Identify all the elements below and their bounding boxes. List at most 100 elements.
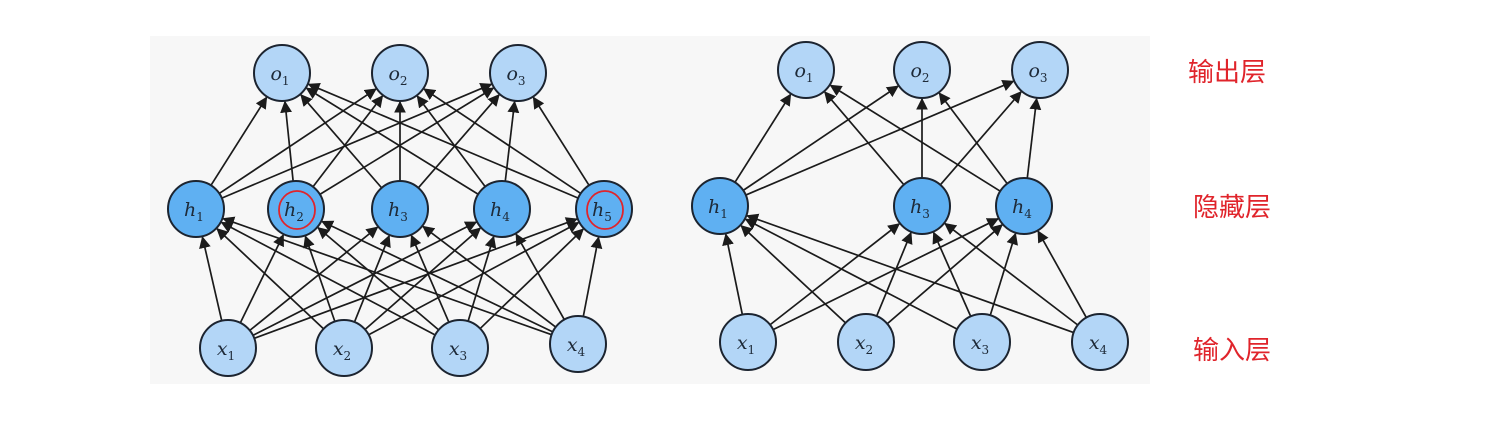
hidden-node-h4-label: h4 (490, 199, 510, 224)
input-node-x1-circle (719, 313, 777, 371)
input-node-x1: x1 (199, 319, 257, 377)
output-node-o2: o2 (893, 41, 951, 99)
edge-x2-h5 (368, 221, 580, 336)
hidden-layer-label: 隐藏层 (1193, 193, 1272, 223)
hidden-node-h2: h2 (267, 180, 325, 238)
edge-h4-o1 (829, 84, 1001, 192)
edge-x3-h1 (744, 218, 958, 330)
edge-x1-h4 (252, 221, 478, 337)
hidden-node-h3-label: h3 (910, 196, 930, 221)
edge-x1-h3 (769, 223, 901, 326)
input-node-x4: x4 (549, 315, 607, 373)
output-node-o1-circle (253, 44, 311, 102)
edge-x3-h3 (932, 231, 972, 317)
output-node-o1: o1 (253, 44, 311, 102)
input-node-x3-circle (953, 313, 1011, 371)
edge-x4-h1 (746, 213, 1074, 334)
input-node-x3: x3 (431, 319, 489, 377)
hidden-node-h4: h4 (995, 177, 1053, 235)
output-node-o1-label: o1 (794, 60, 813, 85)
hidden-node-h5-label: h5 (592, 199, 612, 224)
hidden-node-h1-circle (691, 177, 749, 235)
hidden-node-h3-label: h3 (388, 199, 408, 224)
edge-x4-h3 (422, 225, 557, 328)
hidden-node-h4-circle (995, 177, 1053, 235)
edge-h4-o1 (305, 87, 479, 195)
input-node-x2: x2 (315, 319, 373, 377)
hidden-node-h5: h5 (575, 180, 633, 238)
edge-x4-h5 (582, 236, 603, 317)
output-node-o3: o3 (1011, 41, 1069, 99)
hidden-node-h1-label: h1 (708, 196, 728, 221)
edge-x2-h4 (364, 227, 482, 331)
output-node-o2-label: o2 (910, 60, 929, 85)
edge-x2-h3 (353, 234, 391, 323)
edge-x3-h5 (479, 228, 584, 330)
input-node-x4: x4 (1071, 313, 1129, 371)
hidden-node-h1-circle (167, 180, 225, 238)
output-node-o2-label: o2 (388, 63, 407, 88)
edge-x2-h3 (875, 231, 913, 317)
output-node-o2-circle (371, 44, 429, 102)
dropout-network: x1 x2 x3 x4 h1 h3 h4 o1 o2 o3 (691, 41, 1129, 371)
edge-h2-o2 (312, 95, 384, 188)
input-node-x3-circle (431, 319, 489, 377)
edge-x2-h1 (216, 228, 325, 330)
edge-h4-o3 (1026, 97, 1042, 179)
input-node-x2-label: x2 (855, 332, 873, 357)
input-layer-label: 输入层 (1193, 336, 1272, 366)
input-node-x1-label: x1 (217, 338, 235, 363)
edges (722, 80, 1088, 334)
input-node-x4-label: x4 (1089, 332, 1108, 357)
full-network: x1 x2 x3 x4 h1 h2 h3 h4 h5 o1 o2 o3 (167, 44, 633, 377)
input-node-x3: x3 (953, 313, 1011, 371)
dropout-marker (278, 190, 316, 230)
edge-h3-o1 (300, 94, 383, 189)
hidden-node-h4: h4 (473, 180, 531, 238)
hidden-node-h3-circle (371, 180, 429, 238)
input-node-x4-circle (549, 315, 607, 373)
edge-h3-o1 (824, 91, 905, 186)
input-node-x2-circle (315, 319, 373, 377)
edge-h5-o1 (307, 82, 579, 199)
output-node-o3-label: o3 (506, 63, 525, 88)
output-layer-label: 输出层 (1188, 58, 1267, 88)
edge-h3-o3 (417, 94, 500, 189)
edge-x1-h3 (249, 226, 379, 332)
output-node-o3: o3 (489, 44, 547, 102)
edge-x1-h1 (722, 233, 744, 315)
input-node-x4-label: x4 (567, 334, 586, 359)
edge-h3-o3 (939, 91, 1022, 186)
edge-h1-o2 (218, 88, 377, 195)
hidden-node-h1-label: h1 (184, 199, 204, 224)
edge-x4-h3 (944, 222, 1079, 326)
hidden-node-h1: h1 (691, 177, 749, 235)
input-node-x2-label: x2 (333, 338, 351, 363)
edges (199, 82, 603, 340)
hidden-node-h3: h3 (893, 177, 951, 235)
edge-h2-o3 (319, 87, 495, 196)
output-node-o2-circle (893, 41, 951, 99)
edge-x4-h2 (321, 220, 554, 333)
edge-h4-o2 (416, 95, 486, 188)
edge-x3-h1 (220, 221, 436, 336)
hidden-node-h4-circle (473, 180, 531, 238)
dropout-marker (586, 190, 624, 230)
input-node-x1: x1 (719, 313, 777, 371)
edge-h1-o1 (734, 93, 792, 183)
hidden-node-h2-label: h2 (284, 199, 304, 224)
edge-h2-o1 (280, 100, 294, 182)
edge-x1-h1 (199, 236, 223, 321)
input-node-x1-circle (199, 319, 257, 377)
input-node-x2: x2 (837, 313, 895, 371)
hidden-node-h3: h3 (371, 180, 429, 238)
edge-h1-o1 (210, 96, 268, 186)
edge-x1-h2 (239, 233, 285, 324)
edge-h1-o2 (742, 85, 899, 192)
output-node-o1-label: o1 (270, 63, 289, 88)
edge-x2-h1 (740, 224, 847, 324)
edge-x4-h1 (222, 216, 552, 336)
output-node-o3-label: o3 (1028, 60, 1047, 85)
output-node-o2: o2 (371, 44, 429, 102)
